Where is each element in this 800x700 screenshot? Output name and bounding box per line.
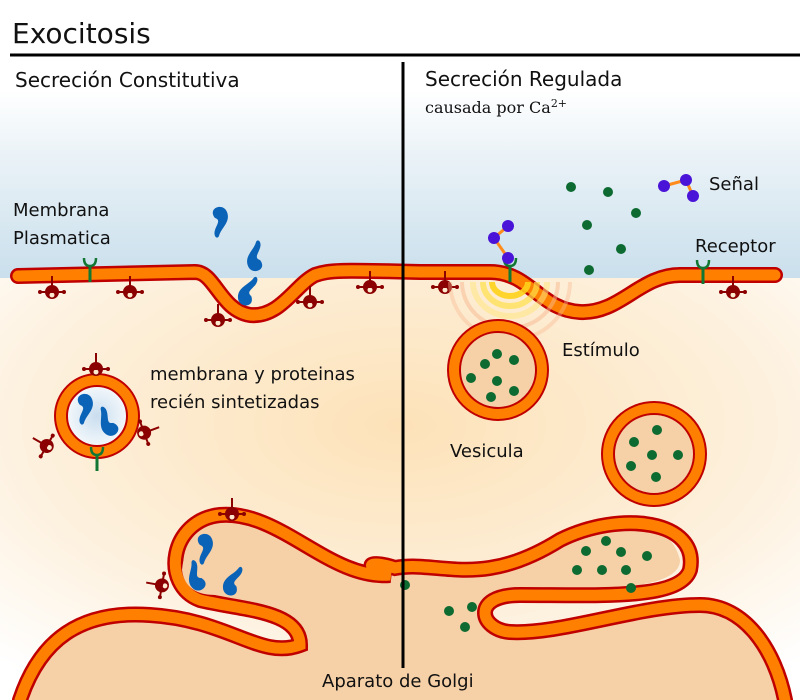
secretory-vesicle-2 — [601, 401, 707, 507]
signal-molecule-icon — [658, 174, 699, 202]
constitutive-vesicle — [24, 352, 165, 473]
label-plasma-membrane-2: Plasmatica — [13, 228, 111, 249]
label-new-membrane-2: recién sintetizadas — [150, 392, 319, 413]
label-signal: Señal — [709, 174, 759, 195]
label-plasma-membrane-1: Membrana — [13, 200, 109, 221]
plasma-membrane — [10, 262, 783, 324]
label-vesicle: Vesicula — [450, 441, 524, 462]
label-receptor: Receptor — [695, 236, 776, 257]
section-heading-regulated: Secreción Regulada — [425, 67, 622, 91]
label-golgi: Aparato de Golgi — [322, 671, 474, 692]
extracellular-space — [0, 90, 800, 280]
label-new-membrane-1: membrana y proteinas — [150, 364, 355, 385]
regulated-subheading: causada por Ca2+ — [425, 97, 567, 117]
section-heading-constitutive: Secreción Constitutiva — [15, 68, 240, 92]
signal-molecule-bound — [488, 220, 514, 264]
released-cargo — [566, 182, 641, 275]
label-stimulus: Estímulo — [562, 340, 640, 361]
page-title: Exocitosis — [12, 17, 151, 50]
secretory-vesicle-1 — [447, 319, 549, 421]
